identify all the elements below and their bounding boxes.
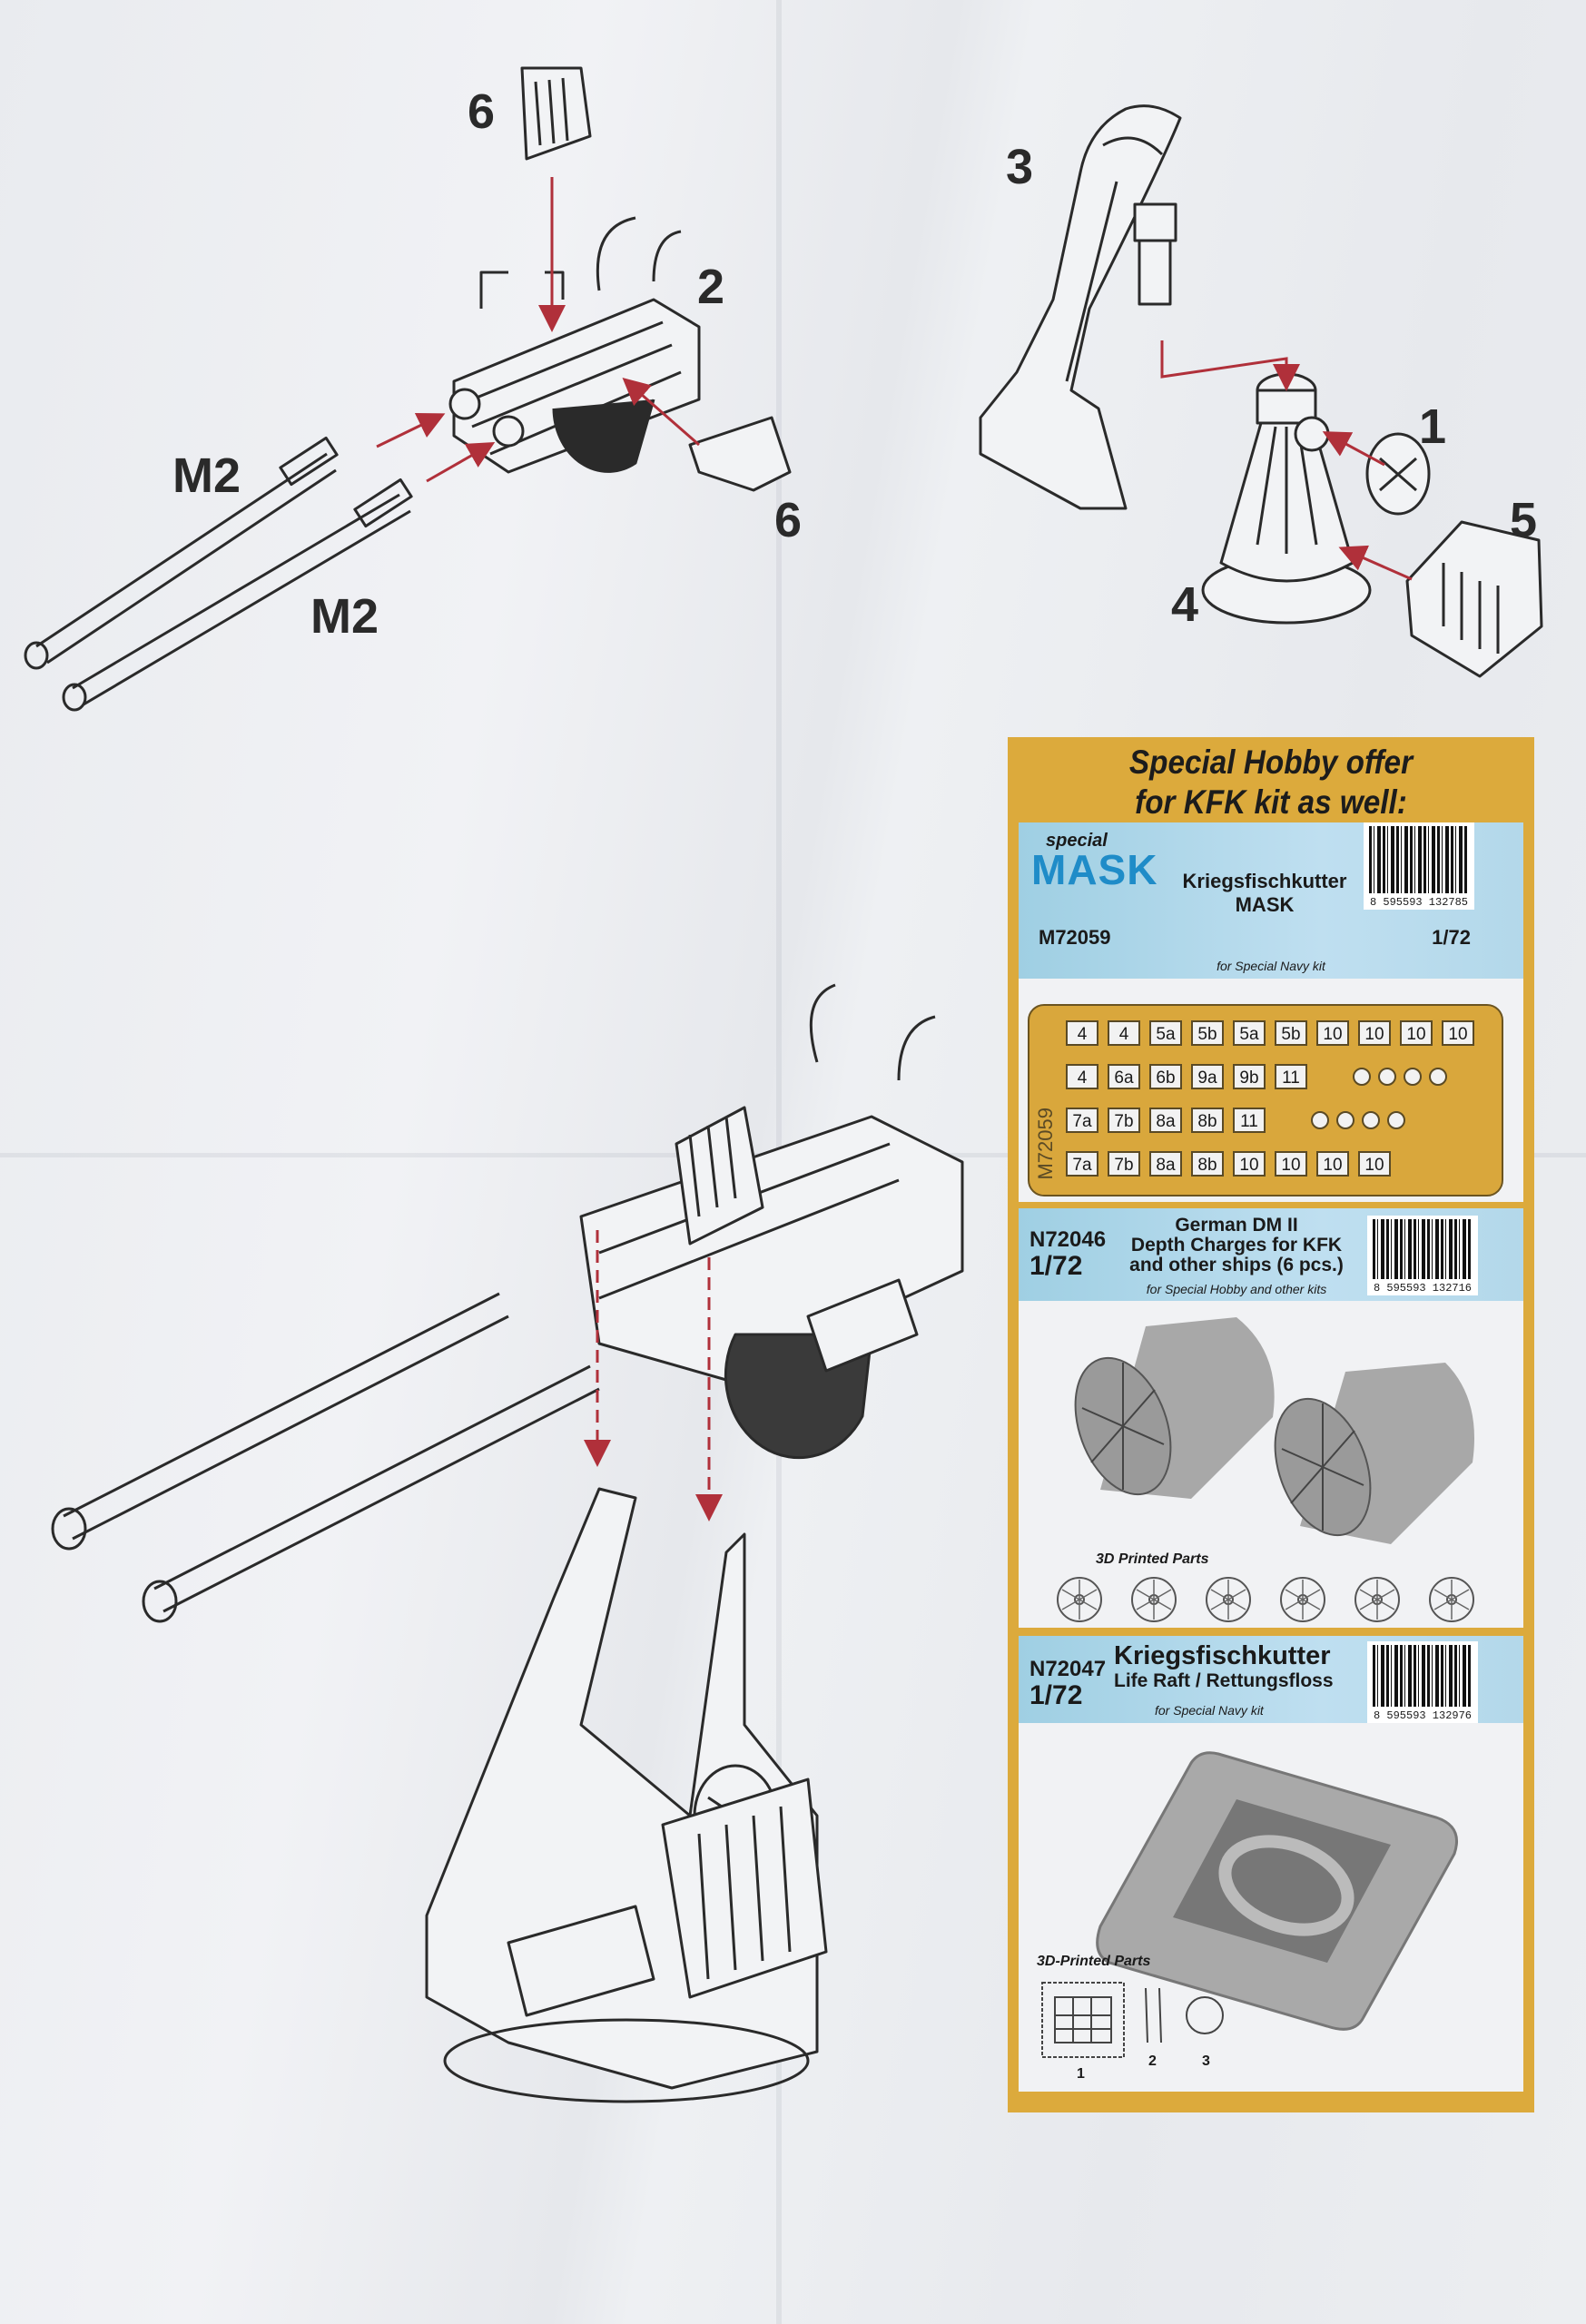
stencil-round-mask [1429, 1068, 1447, 1086]
stencil-mask-piece: 10 [1316, 1151, 1349, 1177]
stencil-mask-piece: 11 [1233, 1108, 1266, 1133]
depth-charge-parts-row [1055, 1575, 1476, 1624]
life-raft-parts-diagram [1041, 1982, 1224, 2058]
stencil-round-mask [1387, 1111, 1405, 1129]
stencil-round-mask [1336, 1111, 1355, 1129]
mask-title: Kriegsfischkutter MASK [1182, 870, 1347, 916]
depth-charges-note: for Special Hobby and other kits [1146, 1282, 1327, 1296]
stencil-mask-piece: 5a [1149, 1020, 1182, 1046]
life-raft-render [1096, 1751, 1458, 2031]
life-raft-parts-label: 3D-Printed Parts [1037, 1954, 1151, 1969]
stencil-row: 7a 7b 8a 8b 11 [1066, 1108, 1405, 1133]
stencil-mask-piece: 8b [1191, 1108, 1224, 1133]
stencil-round-mask [1378, 1068, 1396, 1086]
life-raft-part-number-1: 1 [1077, 2066, 1085, 2082]
callout-part-2: 2 [697, 260, 725, 314]
stencil-mask-piece: 8a [1149, 1151, 1182, 1177]
life-raft-barcode: 8 595593 132976 [1367, 1641, 1478, 1723]
depth-charge-end-part-icon [1355, 1577, 1400, 1622]
stencil-mask-piece: 5a [1233, 1020, 1266, 1046]
stencil-mask-piece: 5b [1191, 1020, 1224, 1046]
life-raft-part-number-3: 3 [1202, 2053, 1210, 2069]
stencil-mask-piece: 7b [1108, 1151, 1140, 1177]
stencil-mask-piece: 10 [1358, 1151, 1391, 1177]
stencil-round-mask [1362, 1111, 1380, 1129]
callout-part-6-top: 6 [468, 84, 496, 139]
life-raft-product-card: N72047 1/72 Kriegsfischkutter Life Raft … [1019, 1636, 1523, 2092]
special-hobby-offer-panel: Special Hobby offer for KFK kit as well:… [1008, 737, 1534, 2112]
callout-part-4: 4 [1171, 577, 1199, 632]
stencil-mask-piece: 4 [1066, 1020, 1098, 1046]
sheet-code: M72059 [1034, 1108, 1057, 1180]
stencil-round-mask [1311, 1111, 1329, 1129]
depth-charges-title: German DM II Depth Charges for KFK and o… [1129, 1215, 1344, 1275]
stencil-mask-piece: 7b [1108, 1108, 1140, 1133]
depth-charge-end-part-icon [1206, 1577, 1251, 1622]
stencil-mask-piece: 5b [1275, 1020, 1307, 1046]
callout-part-5: 5 [1510, 493, 1538, 547]
stencil-mask-piece: 10 [1442, 1020, 1474, 1046]
stencil-mask-piece: 6b [1149, 1064, 1182, 1089]
mask-scale: 1/72 [1432, 926, 1471, 949]
mask-note: for Special Navy kit [1217, 959, 1325, 973]
life-raft-title: Kriegsfischkutter Life Raft / Rettungsfl… [1114, 1641, 1334, 1691]
callout-m2-upper: M2 [172, 448, 241, 503]
offer-heading-line2: for KFK kit as well: [1135, 783, 1407, 821]
stencil-mask-piece: 4 [1108, 1020, 1140, 1046]
callout-part-1: 1 [1419, 399, 1447, 454]
stencil-mask-piece: 6a [1108, 1064, 1140, 1089]
depth-charge-end-part-icon [1131, 1577, 1177, 1622]
stencil-mask-piece: 11 [1275, 1064, 1307, 1089]
stencil-mask-piece: 4 [1066, 1064, 1098, 1089]
depth-charges-barcode: 8 595593 132716 [1367, 1216, 1478, 1295]
stencil-mask-piece: 10 [1233, 1151, 1266, 1177]
depth-charge-end-part-icon [1280, 1577, 1325, 1622]
stencil-mask-piece: 9a [1191, 1064, 1224, 1089]
stencil-mask-piece: 7a [1066, 1108, 1098, 1133]
stencil-mask-piece: 10 [1358, 1020, 1391, 1046]
depth-charge-end-part-icon [1057, 1577, 1102, 1622]
pedestal-subassembly [979, 104, 1543, 678]
callout-part-3: 3 [1006, 140, 1034, 194]
stencil-mask-piece: 10 [1400, 1020, 1433, 1046]
offer-heading: Special Hobby offer for KFK kit as well: [1034, 743, 1508, 822]
stencil-row: 4 6a 6b 9a 9b 11 [1066, 1064, 1447, 1089]
mask-code: M72059 [1039, 926, 1111, 949]
assembled-gun [51, 983, 964, 2103]
stencil-mask-piece: 10 [1316, 1020, 1349, 1046]
stencil-row: 7a 7b 8a 8b 10 10 10 10 [1066, 1151, 1391, 1177]
depth-charges-parts-label: 3D Printed Parts [1096, 1551, 1209, 1567]
depth-charges-code: N72046 1/72 [1029, 1227, 1107, 1281]
stencil-round-mask [1353, 1068, 1371, 1086]
life-raft-part-number-2: 2 [1148, 2053, 1157, 2069]
life-raft-code: N72047 1/72 [1029, 1657, 1107, 1710]
stencil-round-mask [1404, 1068, 1422, 1086]
stencil-mask-piece: 8a [1149, 1108, 1182, 1133]
depth-charge-render [1074, 1317, 1474, 1544]
stencil-mask-piece: 7a [1066, 1151, 1098, 1177]
special-mask-logo: special MASK [1031, 831, 1158, 893]
mask-product-card: special MASK Kriegsfischkutter MASK 8 59… [1019, 822, 1523, 1202]
twin-m2-subassembly [24, 66, 792, 712]
stencil-mask-piece: 10 [1275, 1151, 1307, 1177]
stencil-mask-piece: 9b [1233, 1064, 1266, 1089]
life-raft-note: for Special Navy kit [1155, 1703, 1264, 1718]
callout-m2-lower: M2 [310, 589, 379, 644]
callout-part-6-bottom: 6 [774, 493, 803, 547]
depth-charge-end-part-icon [1429, 1577, 1474, 1622]
mask-barcode: 8 595593 132785 [1364, 822, 1474, 910]
stencil-mask-piece: 8b [1191, 1151, 1224, 1177]
offer-heading-line1: Special Hobby offer [1128, 743, 1414, 781]
depth-charges-product-card: N72046 1/72 German DM II Depth Charges f… [1019, 1208, 1523, 1628]
